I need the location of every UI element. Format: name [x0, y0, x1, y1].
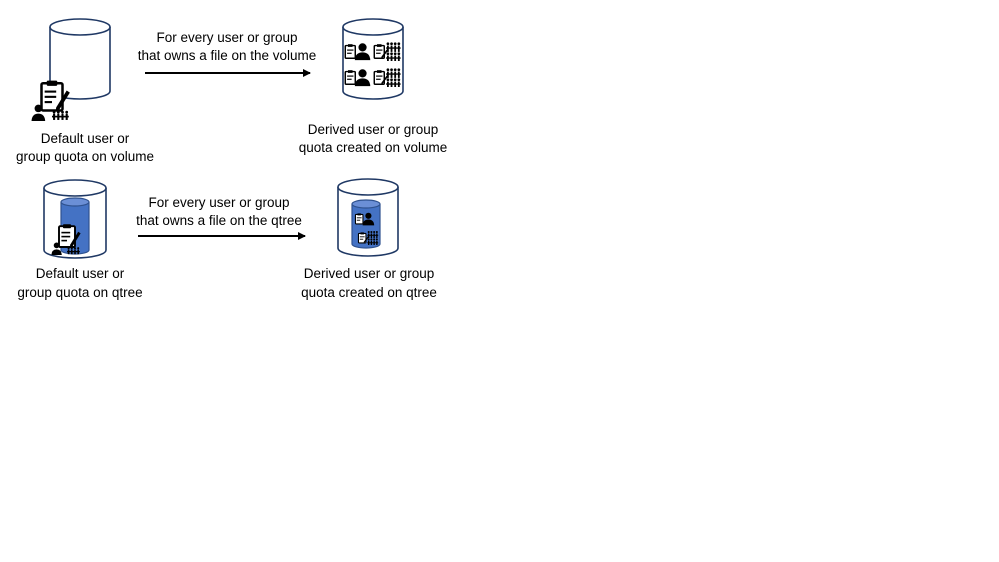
default-volume-label-line1: Default user or [41, 131, 130, 146]
default-qtree-label-line2: group quota on qtree [17, 285, 142, 300]
derived-volume-label-line2: quota created on volume [299, 140, 448, 155]
volume-arrow-label-line2: that owns a file on the volume [138, 48, 317, 63]
qtree-derivation-arrow: For every user or group that owns a file… [136, 195, 306, 240]
derived-qtree-label-line2: quota created on qtree [301, 285, 437, 300]
default-volume-label-line2: group quota on volume [16, 149, 154, 164]
default-qtree-label-line1: Default user or [36, 266, 125, 281]
default-volume-quota-node: Default user or group quota on volume [16, 18, 154, 164]
volume-derivation-arrow: For every user or group that owns a file… [138, 30, 317, 77]
volume-arrow-label-line1: For every user or group [156, 30, 297, 45]
qtree-arrow-label-line1: For every user or group [148, 195, 289, 210]
derived-qtree-quota-node: Derived user or group quota created on q… [301, 178, 437, 300]
derived-volume-label-line1: Derived user or group [308, 122, 439, 137]
derived-qtree-label-line1: Derived user or group [304, 266, 435, 281]
default-qtree-quota-node: Default user or group quota on qtree [17, 179, 143, 300]
volume-cylinder [49, 18, 111, 100]
qtree-arrow-label-line2: that owns a file on the qtree [136, 213, 302, 228]
derived-volume-quota-node: Derived user or group quota created on v… [299, 18, 448, 155]
